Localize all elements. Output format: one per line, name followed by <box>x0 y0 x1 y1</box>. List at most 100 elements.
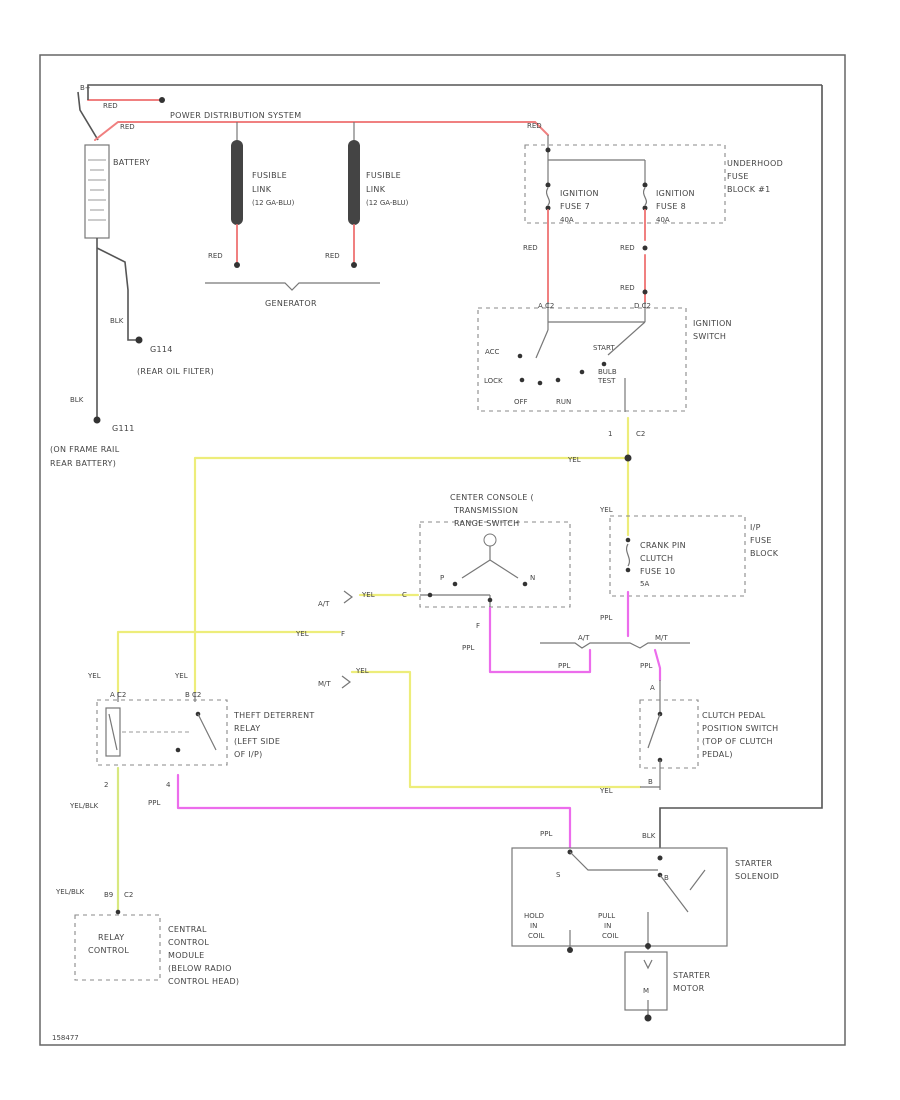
solenoid-s-terminal: S <box>556 871 561 879</box>
start-label: START <box>593 344 615 352</box>
starter-motor <box>624 943 668 1022</box>
range-switch <box>419 521 571 625</box>
fusible-link-2-a: FUSIBLE <box>366 171 401 180</box>
wire-ppl-2: PPL <box>462 644 474 652</box>
clutch-pedal-switch <box>639 680 699 790</box>
relay-control-label-1: RELAY <box>98 933 125 942</box>
bulb-label-2: TEST <box>597 377 616 385</box>
theft-label-2: RELAY <box>234 724 261 733</box>
wire-yel-8: YEL <box>174 672 188 680</box>
wire-red-2: RED <box>120 123 135 131</box>
at-label-1: A/T <box>318 600 330 608</box>
g114-label: G114 <box>150 345 173 354</box>
ccm-label-5: CONTROL HEAD) <box>168 977 239 986</box>
console-label-3: RANGE SWITCH <box>454 519 519 528</box>
wire-ppl-5: PPL <box>148 799 160 807</box>
wire-yelblk-2: YEL/BLK <box>55 888 85 896</box>
wire-yel-7: YEL <box>87 672 101 680</box>
pin-1-label: 1 <box>608 430 612 438</box>
fusible-link-1-c: (12 GA-BLU) <box>252 199 295 207</box>
pull-label-3: COIL <box>602 932 618 940</box>
ign-fuse-7-b: FUSE 7 <box>560 202 590 211</box>
generator-label: GENERATOR <box>265 299 317 308</box>
bulb-label-1: BULB <box>598 368 617 376</box>
underhood-fuse-block <box>524 135 726 224</box>
clutch-label-3: (TOP OF CLUTCH <box>702 737 773 746</box>
ccm-label-3: MODULE <box>168 951 205 960</box>
wire-blk-2: BLK <box>70 396 84 404</box>
wire-ppl-1: PPL <box>600 614 612 622</box>
theft-label-3: (LEFT SIDE <box>234 737 280 746</box>
underhood-label-2: FUSE <box>727 172 749 181</box>
battery-label: BATTERY <box>113 158 150 167</box>
clutch-pin-a: A <box>650 684 655 692</box>
ign-fuse-8-b: FUSE 8 <box>656 202 686 211</box>
wire-yelblk-1: YEL/BLK <box>69 802 99 810</box>
console-label-1: CENTER CONSOLE ( <box>450 493 534 502</box>
fusible-link-2-b: LINK <box>366 185 386 194</box>
range-p-label: P <box>440 574 444 582</box>
battery-section <box>77 91 549 424</box>
ip-fuse-label-3: BLOCK <box>750 549 779 558</box>
wire-ppl-3: PPL <box>558 662 570 670</box>
wire-red-8: RED <box>620 284 635 292</box>
acc-label: ACC <box>485 348 500 356</box>
console-label-2: TRANSMISSION <box>453 506 518 515</box>
fusible-link-1-b: LINK <box>252 185 272 194</box>
ccm-pin-label-2: C2 <box>124 891 133 899</box>
range-pin-b: F <box>476 622 480 630</box>
ign-fuse-7-c: 40A <box>560 216 574 224</box>
ign-switch-label-2: SWITCH <box>693 332 726 341</box>
fusible-link-2-c: (12 GA-BLU) <box>366 199 409 207</box>
starter-label-2: MOTOR <box>673 984 705 993</box>
ign-switch-label-1: IGNITION <box>693 319 732 328</box>
crank-label-2: CLUTCH <box>640 554 673 563</box>
g114-location: (REAR OIL FILTER) <box>137 367 214 376</box>
diagram-frame <box>39 54 846 1046</box>
clutch-label-2: POSITION SWITCH <box>702 724 779 733</box>
wire-yel-4: YEL <box>295 630 309 638</box>
crank-label-4: 5A <box>640 580 649 588</box>
theft-pin-2: 2 <box>104 781 108 789</box>
hold-label-3: COIL <box>528 932 544 940</box>
wire-red-3: RED <box>208 252 223 260</box>
wire-ppl-4: PPL <box>640 662 652 670</box>
theft-label-1: THEFT DETERRENT <box>233 711 315 720</box>
clutch-label-4: PEDAL) <box>702 750 733 759</box>
ign-fuse-8-a: IGNITION <box>656 189 695 198</box>
solenoid-label-1: STARTER <box>735 859 773 868</box>
wire-ppl-6: PPL <box>540 830 552 838</box>
starter-solenoid <box>87 84 823 953</box>
crank-label-3: FUSE 10 <box>640 567 675 576</box>
at-label-2: A/T <box>578 634 590 642</box>
wire-blk-1: BLK <box>110 317 124 325</box>
ignition-switch <box>477 302 687 412</box>
wire-red-7: RED <box>620 244 635 252</box>
f-connector: F <box>341 630 345 638</box>
ip-fuse-label-2: FUSE <box>750 536 772 545</box>
ign-fuse-8-c: 40A <box>656 216 670 224</box>
power-distribution-label: POWER DISTRIBUTION SYSTEM <box>170 111 301 120</box>
wire-blk-3: BLK <box>642 832 656 840</box>
theft-deterrent-relay <box>96 692 228 766</box>
wire-red-1: RED <box>103 102 118 110</box>
run-label: RUN <box>556 398 571 406</box>
ccm-label-2: CONTROL <box>168 938 209 947</box>
fusible-link-1-a: FUSIBLE <box>252 171 287 180</box>
hold-label-1: HOLD <box>524 912 544 920</box>
ccm-pin-label: B9 <box>104 891 113 899</box>
ccm-label-1: CENTRAL <box>168 925 207 934</box>
mt-label-1: M/T <box>318 680 331 688</box>
theft-pin-b: B C2 <box>185 691 201 699</box>
purple-wires <box>176 590 662 852</box>
theft-label-4: OF I/P) <box>234 750 263 759</box>
hold-label-2: IN <box>530 922 537 930</box>
starter-label-1: STARTER <box>673 971 711 980</box>
range-n-label: N <box>530 574 535 582</box>
top-pin-label: B+ <box>80 84 91 92</box>
solenoid-label-2: SOLENOID <box>735 872 779 881</box>
crank-label-1: CRANK PIN <box>640 541 686 550</box>
generator-section <box>205 122 380 291</box>
wire-yel-1: YEL <box>567 456 581 464</box>
